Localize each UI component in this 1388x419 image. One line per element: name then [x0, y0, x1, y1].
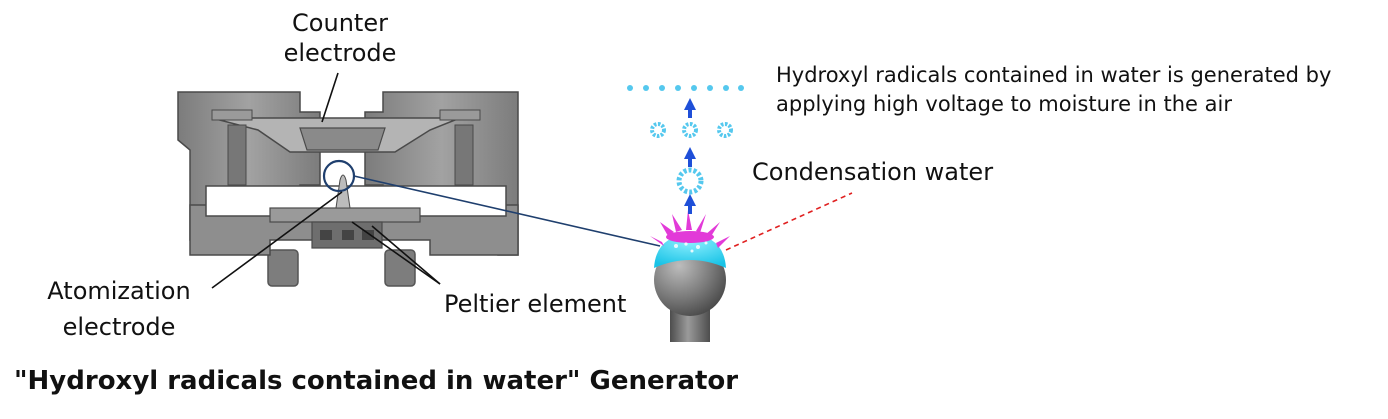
device-cross-section: [177, 91, 519, 287]
electrode-tip-closeup: [650, 210, 730, 342]
label-counter-electrode-line1: Counter: [292, 9, 388, 37]
figure-caption: "Hydroxyl radicals contained in water" G…: [14, 366, 739, 396]
label-atomization-electrode: Atomization electrode: [34, 273, 204, 345]
radical-dot-icon: [627, 85, 744, 91]
description-text: Hydroxyl radicals contained in water is …: [776, 61, 1331, 119]
label-counter-electrode-line2: electrode: [283, 39, 397, 67]
connector-line: [353, 175, 661, 247]
up-arrow-icon: [684, 98, 696, 214]
label-atomization-electrode-line1: Atomization: [47, 277, 191, 305]
radical-ring-icon: [676, 167, 704, 195]
radical-generation: [627, 85, 744, 214]
leader-peltier-2: [371, 225, 441, 285]
description-line2: applying high voltage to moisture in the…: [776, 92, 1232, 116]
leader-counter-electrode: [321, 72, 339, 123]
condensation-leader-dashed: [725, 192, 853, 251]
label-counter-electrode: Counter electrode: [270, 8, 410, 68]
discharge-icon: [650, 210, 730, 248]
radical-cluster-icon: [650, 122, 733, 138]
description-line1: Hydroxyl radicals contained in water is …: [776, 63, 1332, 87]
leader-peltier-1: [351, 221, 441, 285]
label-condensation-water: Condensation water: [752, 158, 994, 186]
label-atomization-electrode-line2: electrode: [62, 313, 176, 341]
leader-lines: [211, 72, 441, 289]
label-peltier-element: Peltier element: [444, 290, 627, 318]
leader-atomization-electrode: [211, 191, 343, 289]
